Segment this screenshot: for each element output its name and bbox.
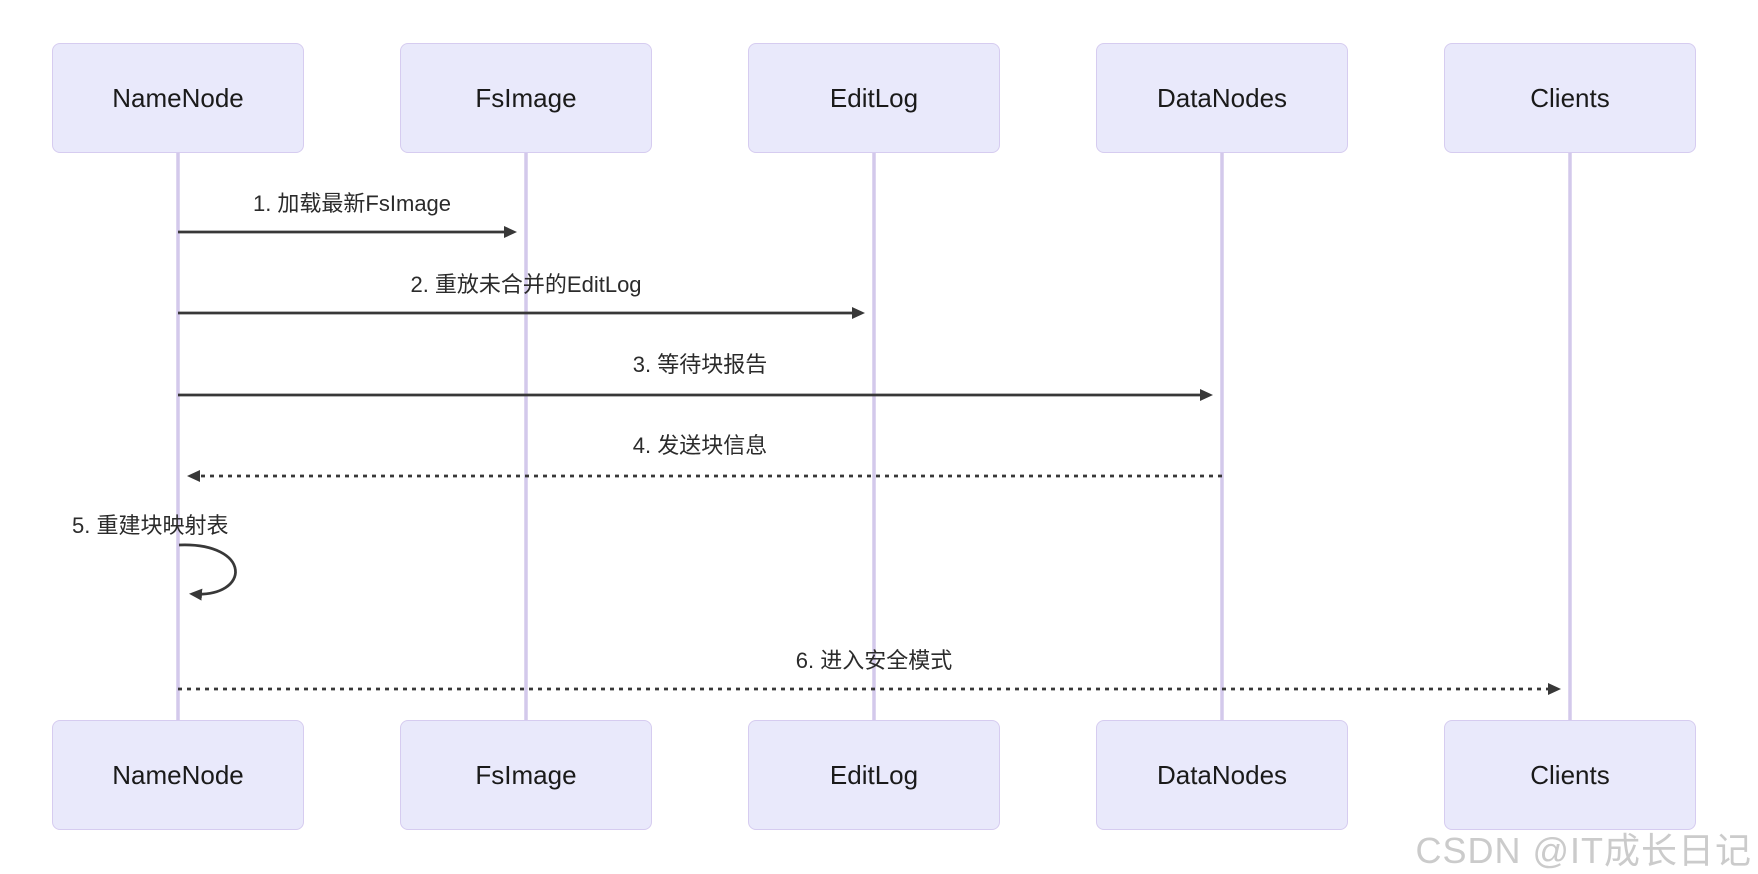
actor-label: FsImage [475,759,577,790]
actor-label: EditLog [829,759,919,790]
message-2-label: 2. 重放未合并的EditLog [410,272,642,297]
message-6-label: 6. 进入安全模式 [795,648,953,673]
lifelines [176,153,1572,721]
actor-top-editlog: EditLog [748,43,1000,153]
actor-top-datanodes: DataNodes [1096,43,1348,153]
actor-bottom-datanodes: DataNodes [1096,720,1348,830]
actor-label: DataNodes [1156,759,1288,790]
actor-top-fsimage: FsImage [400,43,652,153]
actor-bottom-clients: Clients [1444,720,1696,830]
actor-label: Clients [1530,82,1610,113]
message-3-label: 3. 等待块报告 [632,352,768,377]
actor-label: Clients [1530,759,1610,790]
actor-label: NameNode [112,82,244,113]
message-arrows [178,226,1561,695]
actor-label: NameNode [112,759,244,790]
message-5-label: 5. 重建块映射表 [72,513,229,538]
actor-top-namenode: NameNode [52,43,304,153]
actor-label: EditLog [829,82,919,113]
message-1-label: 1. 加载最新FsImage [252,191,452,216]
actor-bottom-editlog: EditLog [748,720,1000,830]
actor-label: FsImage [475,82,577,113]
actor-bottom-namenode: NameNode [52,720,304,830]
message-5-self-loop [178,543,237,601]
actor-bottom-fsimage: FsImage [400,720,652,830]
actor-label: DataNodes [1156,82,1288,113]
csdn-watermark: CSDN @IT成长日记 [1415,830,1752,871]
message-4-label: 4. 发送块信息 [632,433,768,458]
actor-top-clients: Clients [1444,43,1696,153]
